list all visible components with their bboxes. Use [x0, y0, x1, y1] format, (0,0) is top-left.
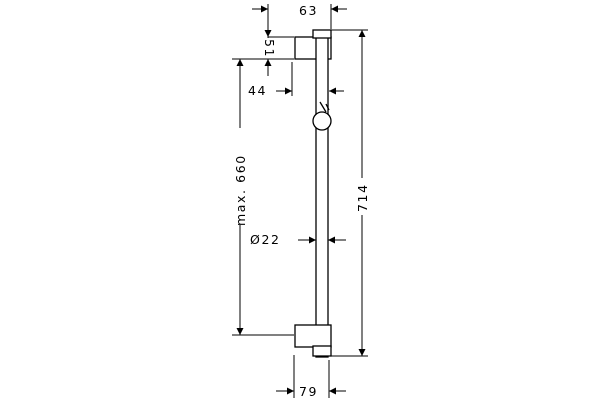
- bottom-end-cap: [312, 345, 332, 357]
- bottom-wall-bracket: [294, 324, 332, 348]
- dim-label-max-660: max. 660: [233, 154, 248, 226]
- slider-stem: [319, 101, 330, 113]
- rail-tube: [315, 30, 329, 358]
- dim-label-79: 79: [299, 384, 318, 399]
- dim-label-diameter-22: Ø22: [250, 232, 281, 247]
- dim-label-44: 44: [248, 83, 267, 98]
- dim-label-714: 714: [355, 183, 370, 212]
- dim-label-51: 51: [262, 39, 277, 58]
- slider-knob: [312, 111, 332, 131]
- top-end-cap: [312, 29, 332, 39]
- dim-label-63: 63: [299, 3, 318, 18]
